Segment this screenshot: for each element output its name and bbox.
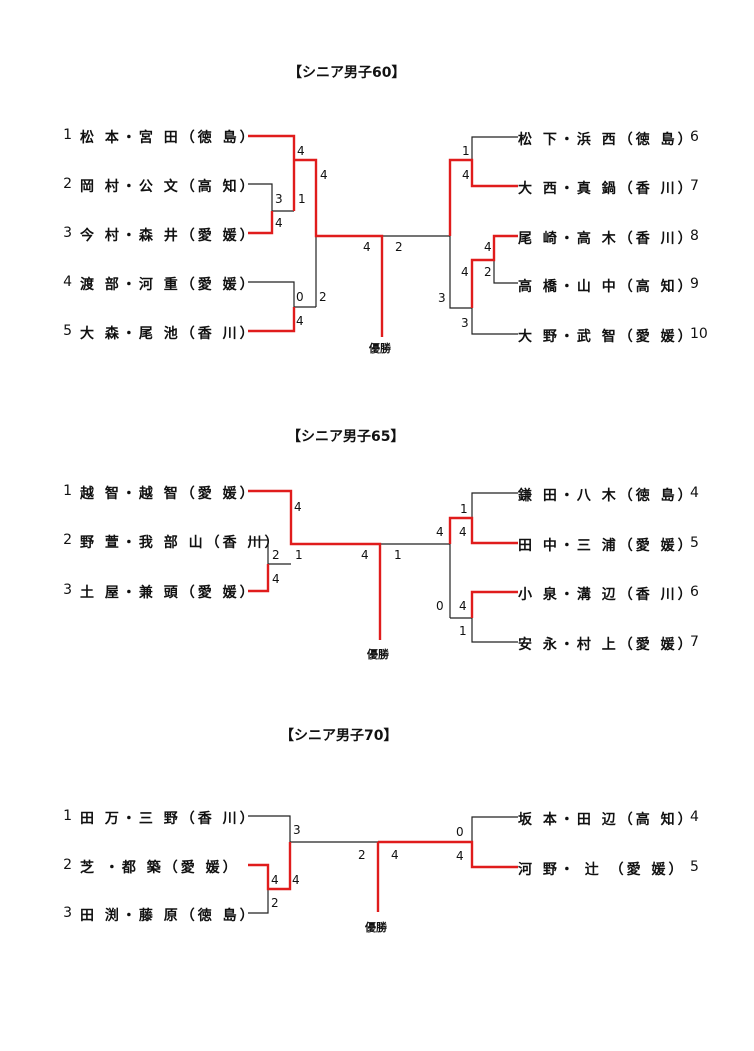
score: 0 [436, 599, 444, 613]
score: 4 [462, 168, 470, 182]
team-name: 坂 本・田 辺（高 知） [518, 812, 695, 828]
team-name: 尾 崎・高 木（香 川） [518, 231, 695, 247]
score: 2 [395, 240, 403, 254]
seed-number: 2 [63, 857, 72, 873]
team-name: 田 万・三 野（香 川） [80, 811, 257, 827]
team-name: 岡 村・公 文（高 知） [80, 179, 257, 195]
team-name: 高 橋・山 中（高 知） [518, 279, 695, 295]
bracket-title: 【シニア男子65】 [287, 429, 405, 445]
seed-number: 4 [63, 274, 72, 290]
score: 4 [363, 240, 371, 254]
score: 4 [459, 599, 467, 613]
team-name: 松 本・宮 田（徳 島） [80, 130, 257, 146]
score: 2 [484, 265, 492, 279]
bracket-senior-65: 【シニア男子65】 1 越 智・越 智（愛 媛） 2 野 萱・我 部 山（香 川… [0, 420, 754, 680]
seed-number: 5 [690, 535, 699, 551]
seed-number: 1 [63, 808, 72, 824]
bracket-lines [248, 134, 518, 337]
team-name: 芝 ・都 築（愛 媛） [80, 860, 240, 876]
bracket-senior-60: 【シニア男子60】 1 松 本・宮 田（徳 島） 2 岡 村・公 文（高 知） … [0, 0, 754, 380]
team-name: 小 泉・溝 辺（香 川） [518, 587, 695, 603]
seed-number: 3 [63, 905, 72, 921]
score: 1 [459, 624, 467, 638]
team-name: 鎌 田・八 木（徳 島） [518, 488, 695, 504]
bracket-title: 【シニア男子70】 [280, 728, 398, 744]
score: 3 [438, 291, 446, 305]
winner-label: 優勝 [367, 648, 389, 661]
score: 3 [461, 316, 469, 330]
score: 1 [462, 144, 470, 158]
score: 1 [295, 548, 303, 562]
seed-number: 10 [690, 326, 708, 342]
seed-number: 6 [690, 129, 699, 145]
team-name: 大 野・武 智（愛 媛） [518, 329, 695, 345]
score: 4 [292, 873, 300, 887]
score: 4 [436, 525, 444, 539]
score: 4 [272, 572, 280, 586]
team-name: 松 下・浜 西（徳 島） [518, 132, 695, 148]
bracket-lines [248, 489, 518, 643]
score: 4 [275, 216, 283, 230]
score: 4 [361, 548, 369, 562]
score: 4 [296, 314, 304, 328]
seed-number: 2 [63, 176, 72, 192]
seed-number: 3 [63, 582, 72, 598]
bracket-senior-70: 【シニア男子70】 1 田 万・三 野（香 川） 2 芝 ・都 築（愛 媛） 3… [0, 715, 754, 955]
seed-number: 9 [690, 276, 699, 292]
score: 4 [297, 144, 305, 158]
score: 4 [391, 848, 399, 862]
seed-number: 4 [690, 809, 699, 825]
score: 4 [461, 265, 469, 279]
winner-label: 優勝 [365, 921, 387, 934]
score: 2 [271, 896, 279, 910]
score: 3 [293, 823, 301, 837]
score: 4 [320, 168, 328, 182]
seed-number: 3 [63, 225, 72, 241]
winner-label: 優勝 [369, 342, 391, 355]
score: 2 [272, 548, 280, 562]
team-name: 大 森・尾 池（香 川） [80, 326, 257, 342]
team-name: 田 中・三 浦（愛 媛） [518, 538, 695, 554]
score: 0 [296, 290, 304, 304]
team-name: 越 智・越 智（愛 媛） [80, 486, 257, 502]
score: 2 [319, 290, 327, 304]
seed-number: 4 [690, 485, 699, 501]
seed-number: 5 [63, 323, 72, 339]
team-name: 大 西・真 鍋（香 川） [518, 181, 695, 197]
seed-number: 1 [63, 127, 72, 143]
seed-number: 1 [63, 483, 72, 499]
score: 4 [456, 849, 464, 863]
seed-number: 2 [63, 532, 72, 548]
score: 1 [394, 548, 402, 562]
seed-number: 8 [690, 228, 699, 244]
team-name: 田 渕・藤 原（徳 島） [80, 908, 257, 924]
score: 1 [298, 192, 306, 206]
score: 4 [484, 240, 492, 254]
bracket-lines [248, 815, 518, 914]
team-name: 今 村・森 井（愛 媛） [80, 228, 257, 244]
team-name: 安 永・村 上（愛 媛） [518, 637, 695, 653]
score: 4 [459, 525, 467, 539]
team-name: 河 野・ 辻 （愛 媛） [518, 862, 686, 878]
score: 2 [358, 848, 366, 862]
seed-number: 6 [690, 584, 699, 600]
bracket-title: 【シニア男子60】 [288, 65, 406, 81]
score: 1 [460, 502, 468, 516]
team-name: 土 屋・兼 頭（愛 媛） [80, 585, 257, 601]
score: 4 [271, 873, 279, 887]
seed-number: 5 [690, 859, 699, 875]
score: 3 [275, 192, 283, 206]
seed-number: 7 [690, 178, 699, 194]
score: 4 [294, 500, 302, 514]
team-name: 野 萱・我 部 山（香 川） [80, 535, 282, 551]
score: 0 [456, 825, 464, 839]
team-name: 渡 部・河 重（愛 媛） [80, 277, 257, 293]
seed-number: 7 [690, 634, 699, 650]
